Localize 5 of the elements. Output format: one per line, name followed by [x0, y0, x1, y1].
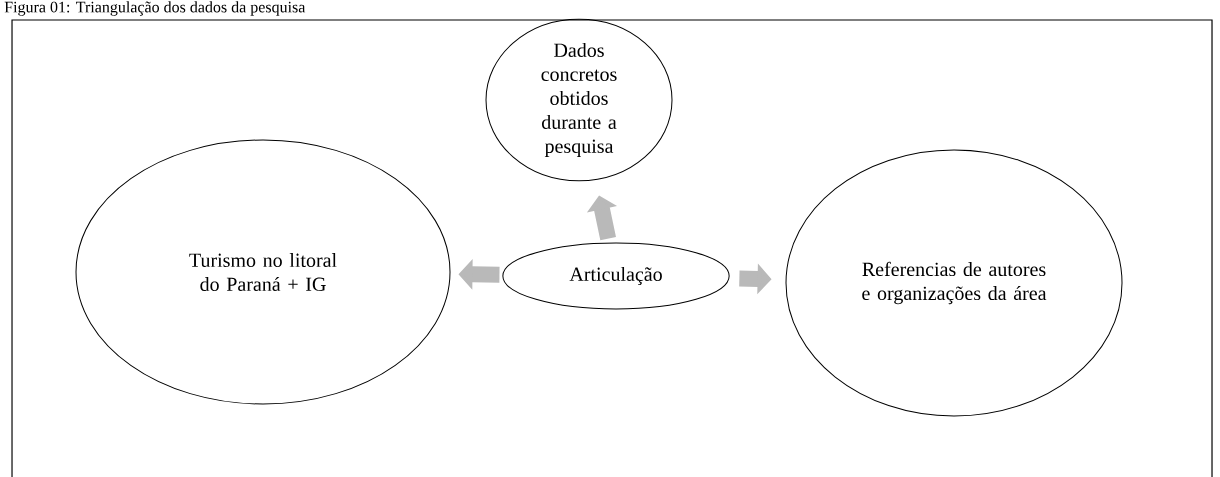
figure-title: Figura 01: Triangulação dos dados da pesquisa — [4, 1, 306, 16]
ellipse-node: Referencias de autores e organizações da área — [785, 149, 1123, 417]
ellipse-node: Dados concretos obtidos durante a pesquisa — [485, 18, 673, 182]
ellipse-node: Turismo no litoral do Paraná + IG — [75, 139, 451, 405]
ellipse-node: Articulação — [502, 242, 730, 310]
